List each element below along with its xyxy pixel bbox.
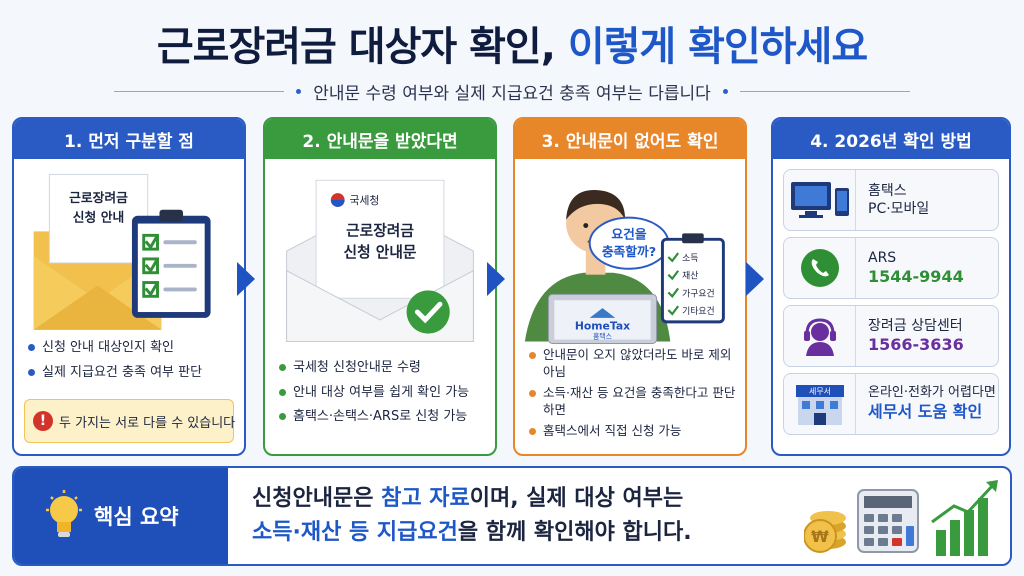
checklist-item: 기타요건 (682, 306, 715, 317)
page-title: 근로장려금 대상자 확인, 이렇게 확인하세요 (0, 14, 1024, 72)
envelope-checklist-illustration: 근로장려금 신청 안내 (33, 173, 211, 330)
coins-calculator-chart-icon: ₩ (804, 480, 998, 556)
list-item: 실제 지급요건 충족 여부 판단 (28, 364, 236, 382)
lightbulb-icon (46, 490, 82, 537)
summary-line1-a: 신청안내문은 (252, 486, 382, 511)
divider-dot (722, 88, 728, 94)
summary-banner: 핵심 요약 신청안내문은 참고 자료이며, 실제 대상 여부는 소득·재산 등 … (12, 466, 1012, 566)
arrow-right-icon (487, 262, 505, 296)
summary-highlight: 소득·재산 등 지급요건 (252, 520, 458, 546)
bullet-list: 국세청 신청안내문 수령 안내 대상 여부를 쉽게 확인 가능 홈택스·손택스·… (279, 359, 487, 433)
contact-title: 홈택스 (868, 182, 907, 199)
contact-hometax: 홈택스 PC·모바일 (783, 169, 999, 231)
list-item: 신청 안내 대상인지 확인 (28, 339, 236, 357)
contact-title: ARS (868, 249, 897, 266)
panel-no-notice: 3. 안내문이 없어도 확인 요건을 충족할까? 소득 재산 가구요건 기타요건… (513, 117, 747, 456)
list-item: 홈택스·손택스·ARS로 신청 가능 (279, 408, 487, 426)
doc-line-2: 신청 안내문 (344, 243, 417, 261)
hometax-brand-sub: 홈택스 (593, 332, 612, 341)
divider (114, 90, 285, 92)
pc-mobile-icon (784, 170, 856, 230)
divider-dot (296, 88, 302, 94)
title-part-1: 근로장려금 대상자 확인, (156, 24, 556, 70)
list-item: 국세청 신청안내문 수령 (279, 359, 487, 377)
panel-heading: 3. 안내문이 없어도 확인 (515, 119, 745, 159)
subtitle-row: 안내문 수령 여부와 실제 지급요건 충족 여부는 다릅니다 (0, 79, 1024, 104)
divider (739, 90, 910, 92)
summary-label-block: 핵심 요약 (14, 468, 228, 564)
doc-line-1: 근로장려금 (346, 221, 414, 239)
phone-icon (784, 238, 856, 298)
warning-text: 두 가지는 서로 다를 수 있습니다 (59, 415, 236, 431)
building-label: 세무서 (808, 387, 830, 396)
hometax-brand: HomeTax (575, 320, 630, 333)
agency-label: 국세청 (350, 194, 380, 207)
ars-phone-number: 1544-9944 (868, 266, 964, 286)
panel-heading: 1. 먼저 구분할 점 (14, 119, 244, 159)
summary-text: 신청안내문은 참고 자료이며, 실제 대상 여부는 소득·재산 등 지급요건을 … (252, 482, 692, 550)
contact-counseling-center: 장려금 상담센터 1566-3636 (783, 305, 999, 367)
doc-line-2: 신청 안내 (73, 210, 124, 226)
list-item: 홈택스에서 직접 신청 가능 (529, 423, 737, 440)
contact-tax-office: 세무서 온라인·전화가 어렵다면 세무서 도움 확인 (783, 373, 999, 435)
thought-line-1: 요건을 (611, 226, 646, 242)
center-phone-number: 1566-3636 (868, 334, 964, 354)
notice-envelope-illustration: 국세청 근로장려금 신청 안내문 (286, 179, 474, 343)
list-item: 소득·재산 등 요건을 충족한다고 판단하면 (529, 385, 737, 419)
checklist-item: 소득 (682, 253, 698, 264)
panel-distinguish: 1. 먼저 구분할 점 근로장려금 신청 안내 신청 안내 대상인지 확인 실제… (12, 117, 246, 456)
thinking-person-illustration: 요건을 충족할까? 소득 재산 가구요건 기타요건 HomeTax 홈택스 (524, 190, 725, 344)
thought-line-2: 충족할까? (602, 244, 656, 260)
summary-highlight: 참고 자료 (381, 486, 470, 511)
panel-received-notice: 2. 안내문을 받았다면 국세청 근로장려금 신청 안내문 국세청 신청안내문 … (263, 117, 497, 456)
contact-title: 장려금 상담센터 (868, 317, 963, 334)
arrow-right-icon (746, 262, 764, 296)
panel-2026-methods: 4. 2026년 확인 방법 홈택스 PC·모바일 ARS (771, 117, 1011, 456)
list-item: 안내 대상 여부를 쉽게 확인 가능 (279, 384, 487, 402)
warning-box: ! 두 가지는 서로 다를 수 있습니다 (24, 399, 236, 443)
warning-icon: ! (33, 411, 53, 431)
title-part-2: 이렇게 확인하세요 (567, 24, 868, 70)
bullet-list: 안내문이 오지 않았더라도 바로 제외 아님 소득·재산 등 요건을 충족한다고… (529, 347, 737, 443)
summary-line1-c: 이며, 실제 대상 여부는 (469, 486, 684, 511)
list-item: 안내문이 오지 않았더라도 바로 제외 아님 (529, 347, 737, 381)
contact-title: 온라인·전화가 어렵다면 (868, 385, 996, 401)
headset-icon (784, 306, 856, 366)
checklist-item: 재산 (682, 271, 698, 282)
subtitle: 안내문 수령 여부와 실제 지급요건 충족 여부는 다릅니다 (313, 83, 711, 104)
contact-detail: 세무서 도움 확인 (868, 402, 983, 422)
summary-label: 핵심 요약 (94, 505, 179, 529)
arrow-right-icon (237, 262, 255, 296)
svg-text:₩: ₩ (811, 527, 829, 546)
tax-office-icon: 세무서 (784, 374, 856, 434)
bullet-list: 신청 안내 대상인지 확인 실제 지급요건 충족 여부 판단 (28, 339, 236, 388)
panel-heading: 4. 2026년 확인 방법 (773, 119, 1009, 159)
summary-line2-b: 을 함께 확인해야 합니다. (457, 520, 692, 546)
contact-ars: ARS 1544-9944 (783, 237, 999, 299)
checklist-item: 가구요건 (682, 288, 715, 299)
panel-heading: 2. 안내문을 받았다면 (265, 119, 495, 159)
doc-line-1: 근로장려금 (69, 190, 128, 206)
contact-detail: PC·모바일 (868, 201, 930, 217)
